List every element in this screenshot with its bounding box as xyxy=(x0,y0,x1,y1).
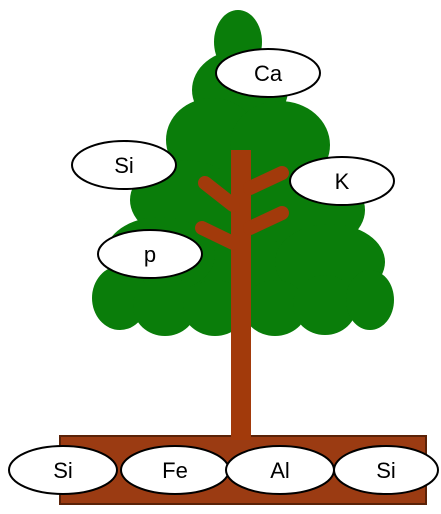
bubble-p: p xyxy=(97,229,203,279)
bubble-si-ground-right-label: Si xyxy=(376,458,396,483)
bubble-k: K xyxy=(289,156,395,206)
bubble-si-ground-left-label: Si xyxy=(53,458,73,483)
bubble-si-ground-right: Si xyxy=(333,445,439,495)
bubble-al-label: Al xyxy=(270,458,290,483)
bubble-ca-label: Ca xyxy=(254,61,283,86)
bubble-fe-label: Fe xyxy=(162,458,188,483)
bubble-ca: Ca xyxy=(215,48,321,98)
bubble-si-tree-label: Si xyxy=(114,153,134,178)
bubble-fe: Fe xyxy=(120,445,230,495)
bubble-p-label: p xyxy=(144,242,156,267)
bubble-si-tree: Si xyxy=(71,140,177,190)
tree-trunk xyxy=(195,150,289,440)
bubble-al: Al xyxy=(225,445,335,495)
bubble-k-label: K xyxy=(335,169,350,194)
bubble-si-ground-left: Si xyxy=(8,445,118,495)
